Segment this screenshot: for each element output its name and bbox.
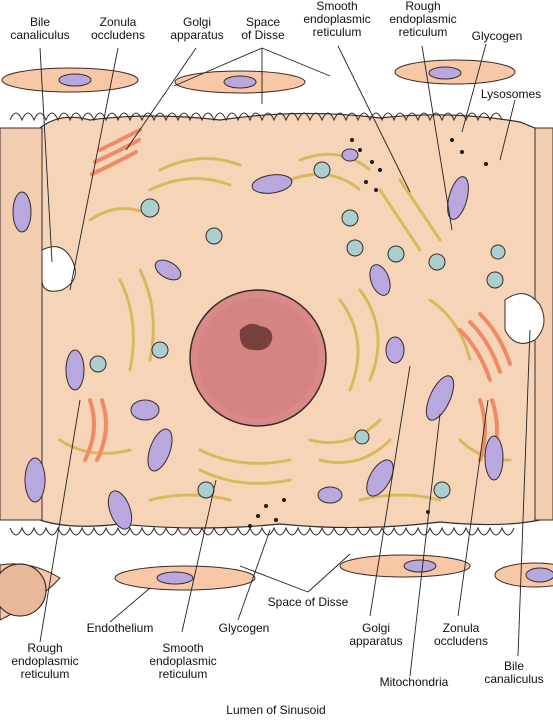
smooth-er-group <box>58 152 512 502</box>
leader-lines <box>39 43 531 677</box>
endothelial-nucleus <box>223 75 257 89</box>
label-glycogen-top: Glycogen <box>471 29 523 43</box>
nucleus-inner-shade <box>198 298 318 418</box>
endothelial-nucleus <box>58 73 92 87</box>
microvilli-top <box>9 112 503 122</box>
bile-canaliculus-right <box>504 293 545 344</box>
label-rough-er-top: Rough endoplasmic reticulum <box>389 0 457 39</box>
label-golgi-apparatus-top: Golgi apparatus <box>170 15 224 42</box>
label-bile-canaliculus-bottom: Bile canaliculus <box>484 659 544 686</box>
nucleolus <box>239 323 273 351</box>
label-zonula-occludens-bottom: Zonula occludens <box>433 621 489 648</box>
label-bile-canaliculus-top: Bile canaliculus <box>10 15 70 42</box>
label-smooth-er-bottom: Smooth endoplasmic reticulum <box>149 641 217 681</box>
endothelial-nucleus <box>525 567 553 583</box>
label-zonula-occludens-top: Zonula occludens <box>90 15 146 42</box>
label-smooth-er-top: Smooth endoplasmic reticulum <box>303 0 371 39</box>
label-mitochondria: Mitochondria <box>379 675 449 689</box>
endothelial-nucleus <box>428 66 462 80</box>
label-space-of-disse-bottom: Space of Disse <box>267 595 349 609</box>
endothelial-nucleus <box>0 563 47 617</box>
endothelial-nucleus <box>403 559 437 573</box>
label-endothelium: Endothelium <box>86 621 154 635</box>
label-glycogen-bottom: Glycogen <box>218 621 270 635</box>
label-space-of-disse-top: Space of Disse <box>241 15 285 42</box>
microvilli-bottom <box>9 526 515 536</box>
label-golgi-apparatus-bottom: Golgi apparatus <box>349 621 403 648</box>
bile-canaliculus-left <box>41 246 76 292</box>
label-rough-er-bottom: Rough endoplasmic reticulum <box>11 641 79 681</box>
label-lumen-of-sinusoid: Lumen of Sinusoid <box>226 703 326 717</box>
mitochondria-group <box>12 148 504 530</box>
label-lysosomes: Lysosomes <box>480 87 542 101</box>
endothelial-nucleus <box>156 571 194 585</box>
